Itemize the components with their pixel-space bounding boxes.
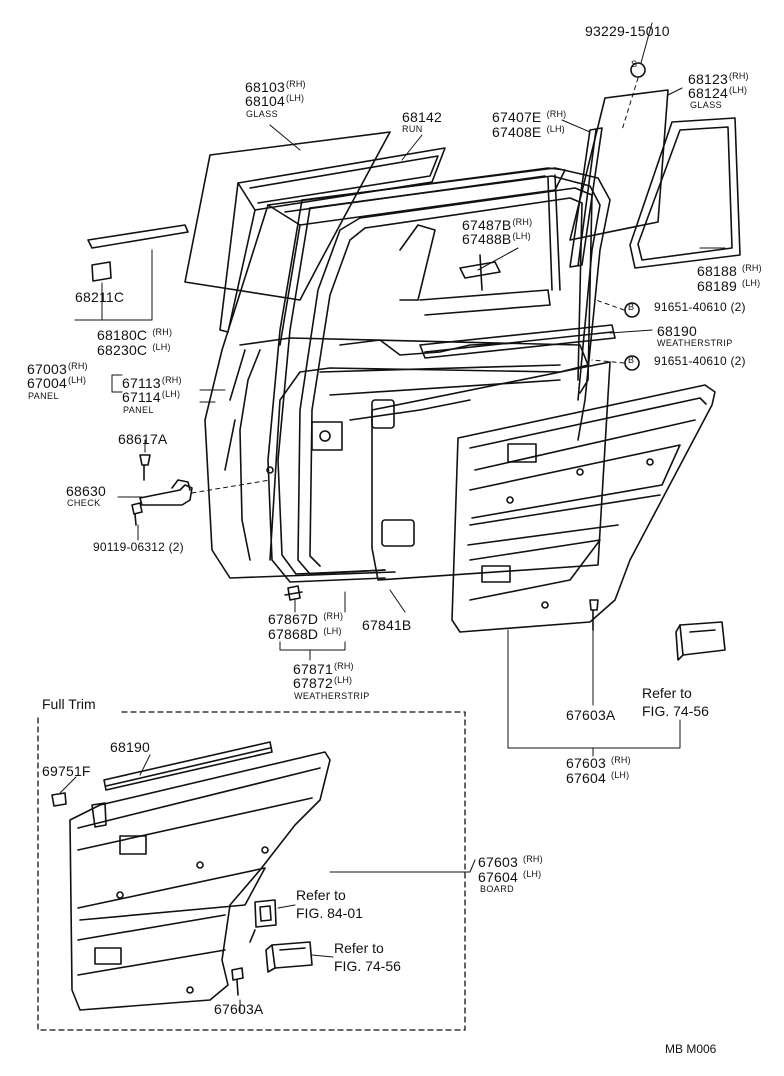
caption-glass-quarter: GLASS xyxy=(690,100,723,110)
full-trim-clip xyxy=(51,792,67,807)
label-67004: 67004(LH) xyxy=(27,375,87,391)
door-weatherstrip xyxy=(267,167,611,583)
label-67872: 67872(LH) xyxy=(293,675,353,691)
label-67603a-full-trim: 67603A xyxy=(214,1001,264,1017)
full-trim-title: Full Trim xyxy=(42,696,96,712)
label-67603-full-trim: 67603 (RH) xyxy=(478,854,543,870)
refer-to-label-upper: Refer to xyxy=(642,685,692,701)
full-trim-board xyxy=(69,751,331,1011)
label-68103: 68103(RH) xyxy=(245,79,306,95)
fig-74-56-full-trim: FIG. 74-56 xyxy=(334,958,401,974)
caption-board: BOARD xyxy=(480,884,515,894)
check-bolts xyxy=(131,502,143,526)
caption-weatherstrip-beltline: WEATHERSTRIP xyxy=(657,338,733,348)
callout-s-label: S xyxy=(631,59,638,69)
fig-74-56-upper: FIG. 74-56 xyxy=(642,703,709,719)
label-67488: 67488B(LH) xyxy=(462,231,531,247)
full-trim-box xyxy=(37,711,466,1031)
front-door-glass xyxy=(184,131,391,301)
fig-84-01: FIG. 84-01 xyxy=(296,905,363,921)
refer-to-label-switch: Refer to xyxy=(296,887,346,903)
label-67841: 67841B xyxy=(362,617,412,633)
quarter-glass-weatherstrip xyxy=(629,117,741,269)
label-93229: 93229-15010 xyxy=(585,23,670,39)
full-trim-weatherstrip xyxy=(103,741,273,791)
label-68230: 68230C (LH) xyxy=(97,342,171,358)
caption-panel-inner: PANEL xyxy=(123,405,154,415)
label-67868: 67868D (LH) xyxy=(268,626,342,642)
label-67114: 67114(LH) xyxy=(122,389,181,405)
window-regulator xyxy=(399,174,561,316)
check-pin xyxy=(139,454,151,481)
label-68189: 68189 (LH) xyxy=(697,278,761,294)
label-69751: 69751F xyxy=(42,763,91,779)
label-67604-full-trim: 67604 (LH) xyxy=(478,869,542,885)
glass-channel-bracket xyxy=(87,224,189,282)
caption-weatherstrip-door: WEATHERSTRIP xyxy=(294,691,370,701)
callout-symbols xyxy=(624,62,646,371)
full-trim-screw xyxy=(231,967,244,996)
label-67604-upper: 67604 (LH) xyxy=(566,770,630,786)
caption-run: RUN xyxy=(402,124,423,134)
label-67407: 67407E (RH) xyxy=(492,109,567,125)
inner-panel xyxy=(224,337,589,561)
callout-b-label-2: B xyxy=(628,355,635,365)
door-check xyxy=(139,479,193,506)
label-67487: 67487B(RH) xyxy=(462,217,533,233)
pull-handle xyxy=(675,621,726,661)
label-68104: 68104(LH) xyxy=(245,93,305,109)
label-67871: 67871(RH) xyxy=(293,661,354,677)
alignment-lines xyxy=(144,77,639,494)
leader-lines xyxy=(74,22,726,757)
full-trim-handle xyxy=(265,941,313,973)
trim-screw xyxy=(589,599,599,631)
callout-b-label-1: B xyxy=(628,302,635,312)
label-91651-b: 91651-40610 (2) xyxy=(654,354,746,368)
service-hole-cover xyxy=(371,361,611,581)
rear-channel xyxy=(569,127,603,268)
label-68188: 68188 (RH) xyxy=(697,263,762,279)
label-68630: 68630 xyxy=(66,483,106,499)
label-68124: 68124(LH) xyxy=(688,85,748,101)
label-67603-upper: 67603 (RH) xyxy=(566,755,631,771)
label-67113: 67113(RH) xyxy=(122,375,182,391)
label-68142: 68142 xyxy=(402,109,442,125)
label-68617: 68617A xyxy=(118,431,168,447)
caption-check: CHECK xyxy=(67,498,101,508)
label-68211: 68211C xyxy=(75,289,125,305)
door-inner-frame xyxy=(297,187,593,575)
door-trim-board xyxy=(451,384,716,633)
weatherstrip-clip xyxy=(284,585,303,601)
label-91651-a: 91651-40610 (2) xyxy=(654,300,746,314)
label-90119: 90119-06312 (2) xyxy=(93,540,184,554)
beltline-weatherstrip xyxy=(419,324,616,359)
caption-glass-front: GLASS xyxy=(246,109,279,119)
diagram-code: MB M006 xyxy=(665,1042,717,1056)
label-68123: 68123(RH) xyxy=(688,71,749,87)
label-68190: 68190 xyxy=(657,323,697,339)
label-68180: 68180C (RH) xyxy=(97,327,173,343)
full-trim-leaders xyxy=(59,754,476,1013)
refer-to-label-handle: Refer to xyxy=(334,940,384,956)
full-trim-switch xyxy=(249,899,277,943)
label-67867: 67867D (RH) xyxy=(268,611,344,627)
glass-run xyxy=(219,147,446,333)
label-68190-full-trim: 68190 xyxy=(110,739,150,755)
label-67603a-upper: 67603A xyxy=(566,707,616,723)
caption-panel-outer: PANEL xyxy=(28,391,59,401)
label-67003: 67003(RH) xyxy=(27,361,88,377)
label-67408: 67408E (LH) xyxy=(492,124,565,140)
quarter-glass xyxy=(569,89,669,241)
